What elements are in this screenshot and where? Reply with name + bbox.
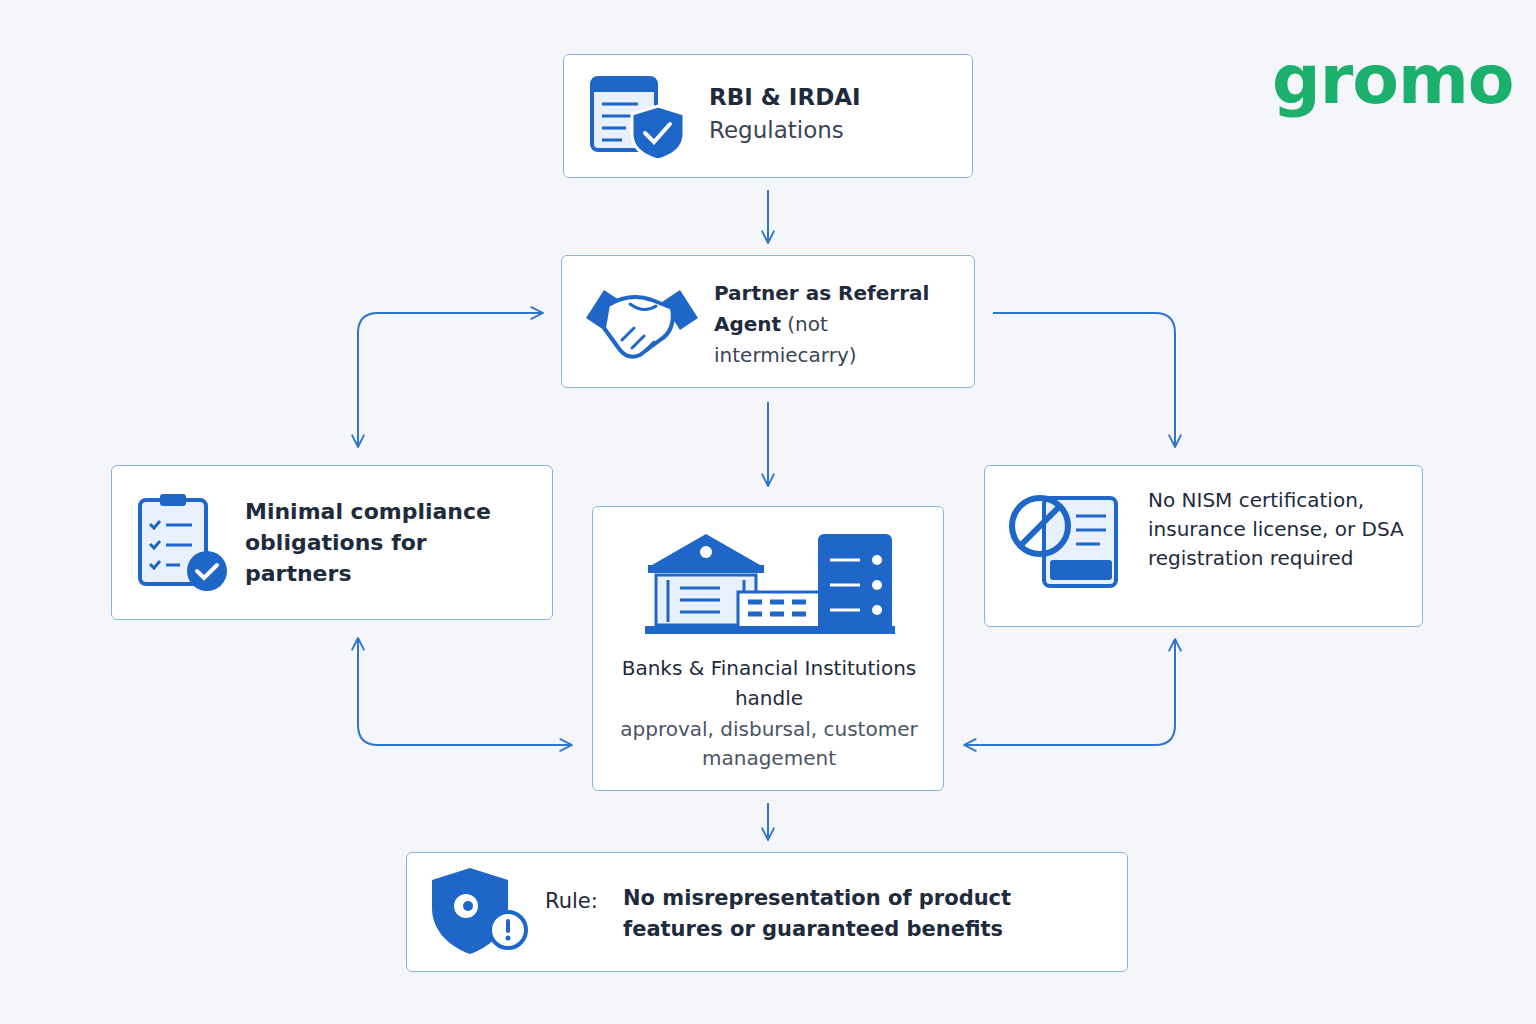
connector-arrow (964, 639, 1175, 745)
node-heading: Banks & Financial Institutions handle (603, 653, 935, 713)
connector-arrow (993, 313, 1175, 447)
connector-arrow (767, 803, 769, 840)
brand-logo: gromo (1272, 40, 1514, 119)
process-box: Partner as Referral Agent(not intermieca… (561, 255, 975, 388)
text-group: Partner as Referral Agent(not intermieca… (714, 278, 964, 371)
node-heading: Rule: (545, 886, 621, 916)
node-heading: RBI & IRDAI (709, 82, 959, 112)
process-box: RBI & IRDAIRegulations (563, 54, 973, 178)
connector-arrow (358, 638, 572, 745)
node-heading: No NISM certification, insurance license… (1148, 486, 1416, 573)
process-box: Minimal compliance obligations for partn… (111, 465, 553, 620)
node-body: Regulations (709, 115, 959, 145)
connector-arrow (358, 313, 543, 447)
connector-arrow (767, 402, 769, 486)
node-body: No misrepresentation of product features… (623, 883, 1083, 945)
process-box: Banks & Financial Institutions handleapp… (592, 506, 944, 791)
rule-box: Rule:No misrepresentation of product fea… (406, 852, 1128, 972)
connector-arrow (767, 190, 769, 243)
node-heading: Minimal compliance obligations for partn… (245, 496, 540, 589)
node-body: approval, disbursal, customer management (603, 715, 935, 773)
process-box: No NISM certification, insurance license… (984, 465, 1423, 627)
